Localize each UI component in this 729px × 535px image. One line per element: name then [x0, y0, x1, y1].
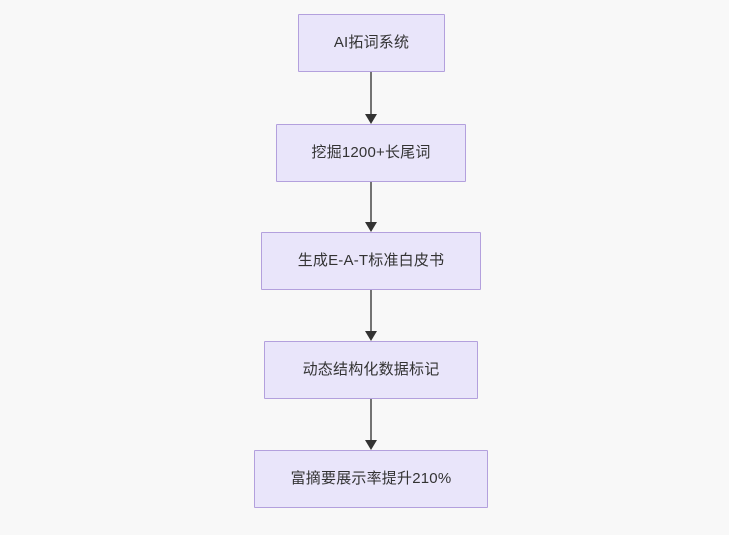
arrowhead-icon	[365, 222, 377, 232]
flowchart-node-generate-eat-whitepaper[interactable]: 生成E-A-T标准白皮书	[261, 232, 481, 290]
edge-n4-n5	[365, 399, 377, 450]
flowchart-node-mine-longtail-keywords[interactable]: 挖掘1200+长尾词	[276, 124, 466, 182]
edge-n3-n4	[365, 290, 377, 341]
arrowhead-icon	[365, 114, 377, 124]
arrowhead-icon	[365, 440, 377, 450]
flowchart-node-rich-snippet-impression-uplift[interactable]: 富摘要展示率提升210%	[254, 450, 488, 508]
flowchart-node-ai-keyword-system[interactable]: AI拓词系统	[298, 14, 445, 72]
node-label: 挖掘1200+长尾词	[311, 144, 431, 161]
arrowhead-icon	[365, 331, 377, 341]
node-label: 生成E-A-T标准白皮书	[297, 252, 445, 269]
node-label: AI拓词系统	[333, 34, 410, 51]
edge-n1-n2	[365, 72, 377, 124]
node-label: 富摘要展示率提升210%	[290, 470, 452, 487]
node-label: 动态结构化数据标记	[302, 361, 440, 378]
edge-n2-n3	[365, 182, 377, 232]
flowchart-node-dynamic-structured-data-markup[interactable]: 动态结构化数据标记	[264, 341, 478, 399]
